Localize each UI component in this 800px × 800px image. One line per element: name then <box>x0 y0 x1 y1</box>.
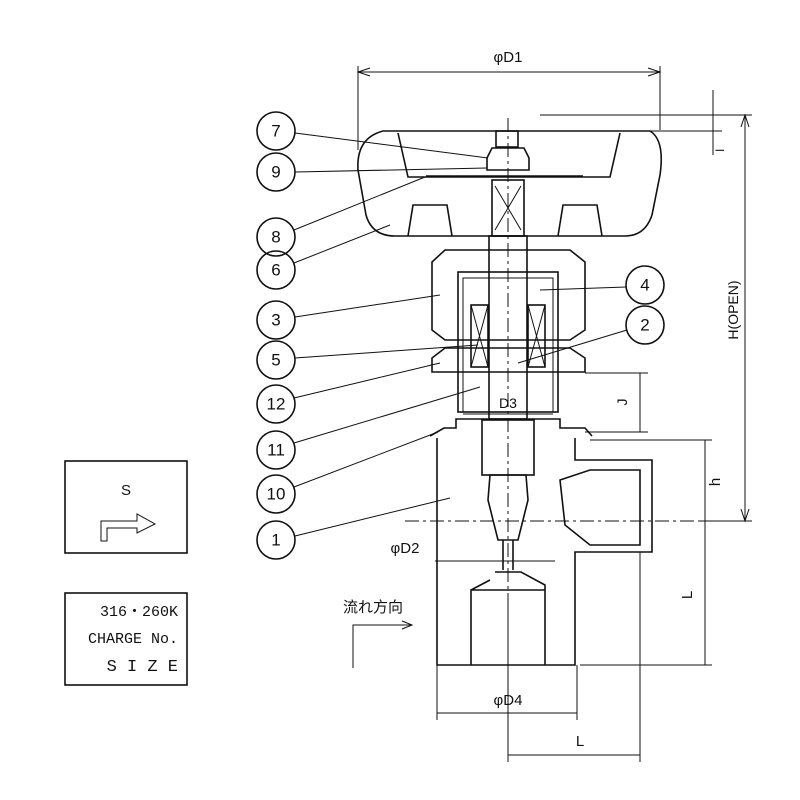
dim-h-open: H(OPEN) <box>725 280 741 339</box>
svg-text:1: 1 <box>271 531 280 550</box>
balloon-8: 8 <box>256 176 426 257</box>
balloon-10: 10 <box>256 431 439 514</box>
svg-text:5: 5 <box>271 351 280 370</box>
balloon-12: 12 <box>256 362 441 424</box>
dim-j: J <box>614 399 630 406</box>
svg-text:12: 12 <box>267 395 286 414</box>
flow-arrow-icon <box>100 513 157 542</box>
valve-body <box>429 418 653 666</box>
balloon-5: 5 <box>256 340 479 380</box>
balloon-9: 9 <box>256 152 488 192</box>
bonnet-nut <box>431 249 586 413</box>
dimensions: φD1 I H(OPEN) J D3 h φD2 L φD4 L <box>356 49 752 762</box>
marking-line-1: 316・260K <box>100 604 178 621</box>
balloon-1: 1 <box>256 497 451 560</box>
handwheel <box>357 130 663 237</box>
marking-line-3: S I Z E <box>107 658 178 677</box>
marking-line-2: CHARGE No. <box>88 631 178 648</box>
dim-i: I <box>713 149 727 152</box>
svg-text:10: 10 <box>267 485 286 504</box>
marking-box: 316・260K CHARGE No. S I Z E <box>64 592 188 686</box>
svg-text:7: 7 <box>271 122 280 141</box>
balloon-7: 7 <box>256 111 489 159</box>
svg-text:11: 11 <box>267 441 285 460</box>
symbol-letter: S <box>121 482 131 499</box>
balloon-11: 11 <box>256 386 481 470</box>
svg-text:4: 4 <box>640 276 649 295</box>
symbol-box: S <box>64 460 188 554</box>
svg-text:8: 8 <box>271 228 280 247</box>
svg-text:3: 3 <box>271 311 280 330</box>
svg-text:6: 6 <box>271 261 280 280</box>
balloon-2: 2 <box>517 305 665 364</box>
balloon-6: 6 <box>256 224 391 290</box>
flow-direction-label: 流れ方向 <box>343 599 403 616</box>
balloon-4: 4 <box>539 265 665 305</box>
dim-h: h <box>707 478 724 486</box>
svg-text:2: 2 <box>640 316 649 335</box>
part-balloons: 7 9 8 6 3 5 12 11 10 1 4 2 <box>256 111 665 560</box>
dim-d1: φD1 <box>494 49 523 66</box>
dim-d2: φD2 <box>391 540 420 557</box>
balloon-3: 3 <box>256 294 441 340</box>
svg-text:9: 9 <box>271 163 280 182</box>
flow-direction: 流れ方向 <box>343 599 414 668</box>
dim-d3: D3 <box>499 395 517 411</box>
dim-l-vertical: L <box>679 591 696 599</box>
dim-l-horizontal: L <box>576 733 584 750</box>
